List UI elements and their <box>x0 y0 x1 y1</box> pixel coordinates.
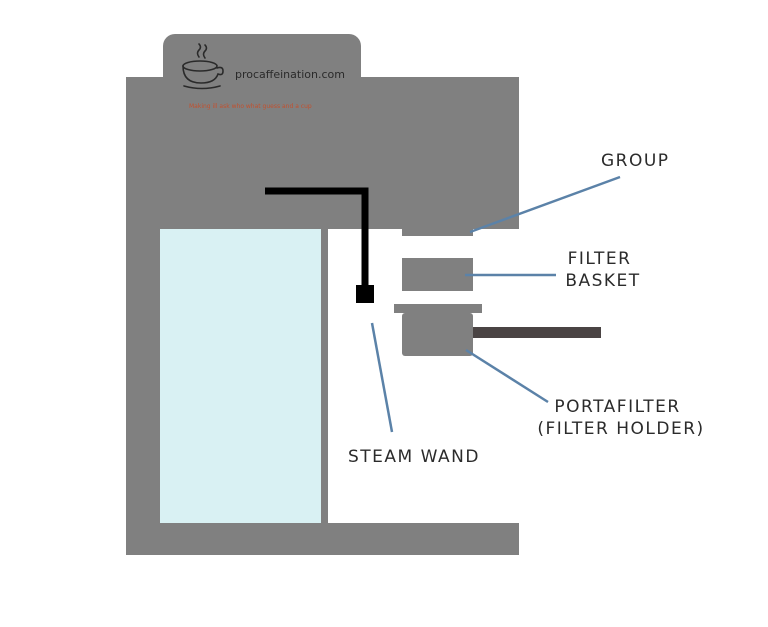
group-head <box>402 229 473 236</box>
portafilter-leader-line <box>465 348 549 404</box>
machine-divider <box>321 229 328 555</box>
machine-left-wall <box>126 229 160 555</box>
label-portafilter-line-2: (FILTER HOLDER) <box>537 419 704 439</box>
label-filter-basket: FILTER BASKET <box>565 249 640 291</box>
label-group: GROUP <box>601 151 670 171</box>
steam-wand-tip <box>356 285 374 303</box>
machine-base <box>126 523 519 555</box>
label-steam-wand: STEAM WAND <box>348 447 480 467</box>
brand-tagline: Making ill ask who what guess and a cup <box>189 103 312 110</box>
steam-wand-pipe <box>265 187 369 288</box>
label-portafilter-line-1: PORTAFILTER <box>554 397 680 417</box>
label-filter-basket-line-2: BASKET <box>565 271 640 291</box>
coffee-cup-icon <box>182 43 224 90</box>
water-tank <box>160 229 321 523</box>
machine-upper-body <box>126 77 519 229</box>
portafilter-body <box>402 313 473 356</box>
label-portafilter: PORTAFILTER (FILTER HOLDER) <box>537 397 704 439</box>
portafilter-rim <box>394 304 482 313</box>
group-leader-line <box>469 175 621 234</box>
leader-lines <box>370 175 621 433</box>
portafilter-handle <box>473 327 601 338</box>
steam-wand-leader-line <box>370 322 394 433</box>
label-filter-basket-line-1: FILTER <box>568 249 632 269</box>
filter-basket <box>402 258 473 291</box>
brand-name: procaffeination.com <box>235 68 345 81</box>
